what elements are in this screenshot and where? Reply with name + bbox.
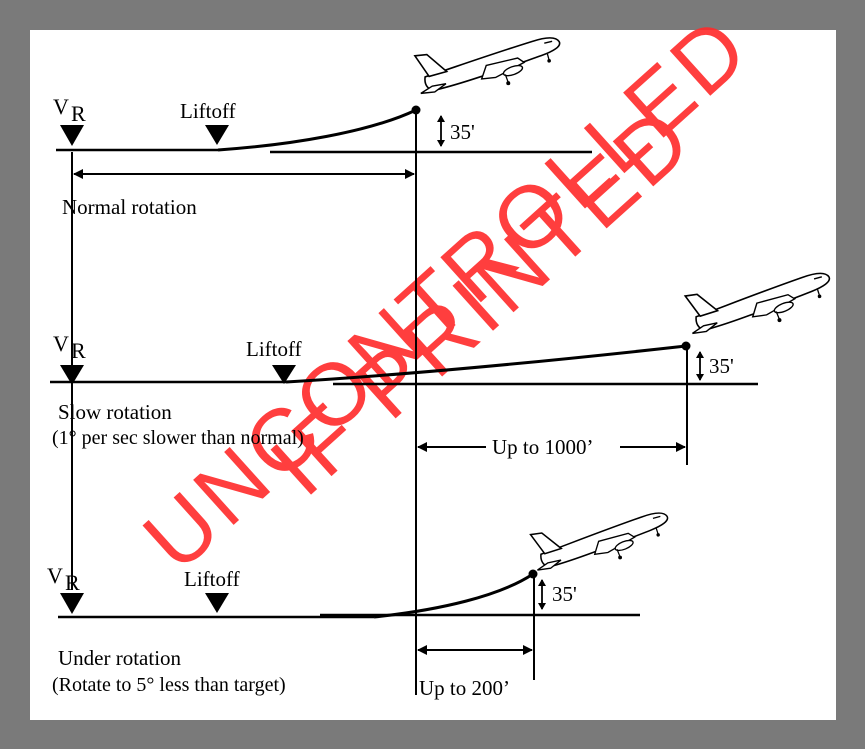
airplane-icon [683,271,836,336]
liftoff-label: Liftoff [184,567,240,591]
vr-marker-triangle [60,125,84,146]
vr-label: V [53,94,69,119]
vr-label: V [47,563,63,588]
scenario-caption: Under rotation [58,646,182,670]
liftoff-label: Liftoff [246,337,302,361]
liftoff-marker-triangle [205,593,229,613]
distance-label: Up to 1000’ [492,435,594,459]
airplane-icon [529,510,674,573]
height-label: 35' [552,582,577,606]
vr-label: V [53,331,69,356]
scenario-caption-detail: (Rotate to 5° less than target) [52,674,286,696]
distance-label: Up to 200’ [419,676,510,700]
liftoff-label: Liftoff [180,99,236,123]
vr-subscript: R [71,101,86,126]
vr-marker-triangle [60,593,84,614]
vr-marker-triangle [60,365,84,385]
height-label: 35' [450,120,475,144]
watermark: UNCONTROLLED IF PRINTED [124,0,767,589]
scenario-caption-detail: (1° per sec slower than normal) [52,427,304,449]
vr-subscript: R [65,570,80,595]
under-rotation-scenario: V R Liftoff 35' Under rotation (Rotate t… [47,510,674,700]
liftoff-marker-triangle [272,365,296,384]
flight-path [285,344,687,384]
liftoff-marker-triangle [205,125,229,145]
height-label: 35' [709,354,734,378]
slow-rotation-scenario: V R Liftoff 35' Slow rotation (1° per se… [50,271,836,465]
normal-rotation-scenario: V R Liftoff 35' Normal rotation [53,35,592,219]
scenario-caption: Normal rotation [62,195,197,219]
flight-path [217,108,417,152]
vr-subscript: R [71,338,86,363]
airplane-icon [413,35,565,96]
scenario-caption: Slow rotation [58,400,172,424]
35ft-point [411,105,421,115]
flight-path [373,572,534,619]
